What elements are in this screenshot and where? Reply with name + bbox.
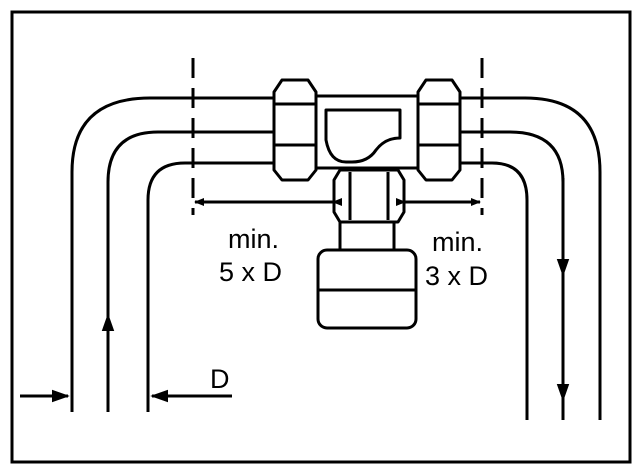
- downstream-min-label: min.: [432, 227, 483, 257]
- flow-sensor: [316, 220, 418, 330]
- sensor-neck: [338, 220, 396, 252]
- right-nut: [416, 78, 462, 182]
- upstream-min-label: min.: [228, 224, 279, 254]
- fitting-bore: [324, 108, 402, 164]
- pipe: [70, 96, 602, 420]
- reference-lines: [191, 58, 484, 215]
- t-fitting: [272, 78, 462, 224]
- pipe-outer-wall: [70, 96, 602, 420]
- dimension-arrows: [20, 198, 481, 403]
- upstream-factor-label: 5 x D: [219, 257, 282, 287]
- bottom-nut: [332, 168, 406, 224]
- pipe-inner-wall: [146, 161, 529, 420]
- flow-direction-arrows: [101, 178, 570, 412]
- left-nut: [272, 78, 318, 182]
- diameter-label: D: [210, 364, 230, 394]
- diagram-frame: [10, 10, 632, 464]
- downstream-factor-label: 3 x D: [425, 261, 488, 291]
